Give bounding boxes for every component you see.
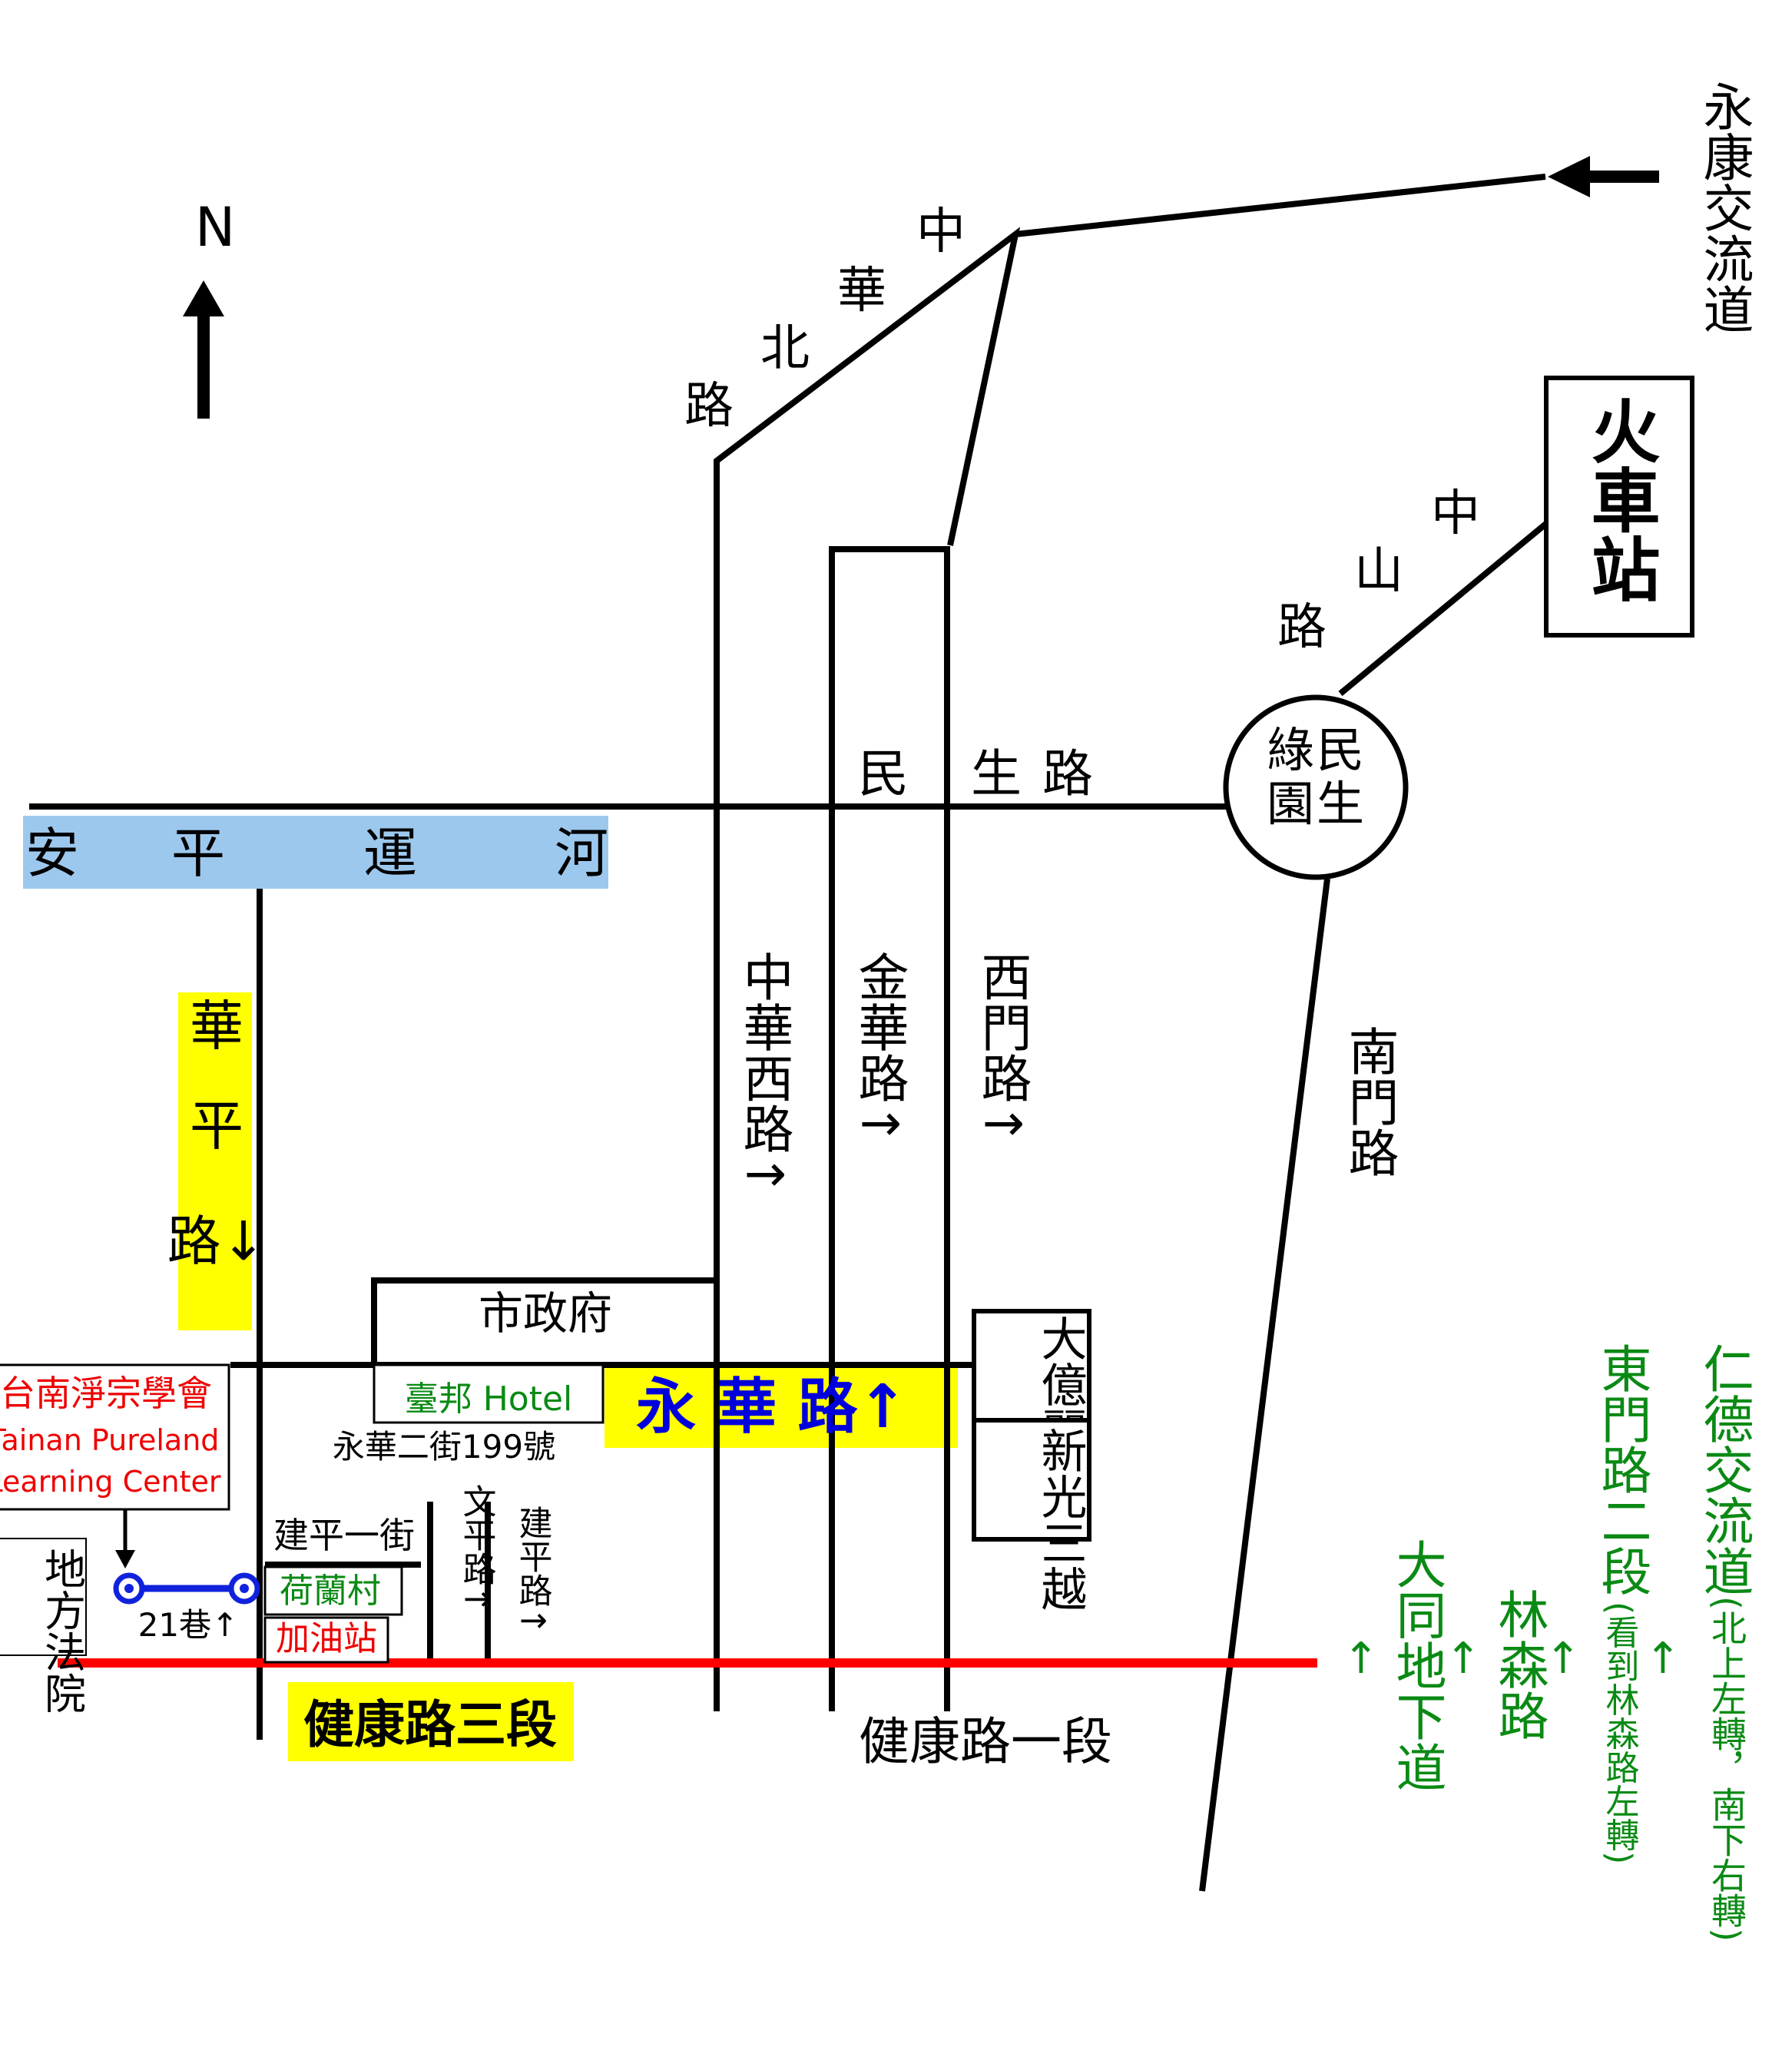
helan-label: 荷蘭村: [280, 1572, 381, 1611]
compass-label: N: [195, 196, 235, 259]
zhonghua-north-road: [714, 227, 1021, 1711]
minsheng-char-3: 路: [1042, 744, 1093, 803]
anping-char-1: 安: [25, 822, 79, 885]
zhongshan-road: [1338, 519, 1550, 697]
shinkong-box: [972, 1418, 1091, 1542]
zhonghua-north-char-3: 北: [760, 320, 810, 377]
zhonghua-north-char-4: 路: [684, 378, 734, 435]
court-box: [0, 1538, 87, 1656]
center-name-en-2: Learning Center: [0, 1465, 221, 1499]
jiankang-1-label: 健康路一段: [859, 1712, 1112, 1771]
yonghua-road-highlight: [605, 1363, 958, 1448]
huaping-road-highlight: [178, 992, 252, 1330]
green-arrow-3: ↑: [1446, 1634, 1482, 1684]
jiankang-3-highlight: [288, 1682, 574, 1761]
minsheng-char-2: 生: [971, 744, 1022, 803]
yongkang-connector: [1015, 174, 1546, 237]
nanmen-road: [1199, 878, 1330, 1892]
ximen-label: 西門路↑: [973, 951, 1032, 1145]
yonghua-label: 永 華 路↑: [636, 1373, 908, 1442]
dongmen-note: (看到林森路左轉): [1600, 1601, 1639, 1864]
nanmen-label: 南門路: [1340, 1025, 1399, 1178]
anping-char-2: 平: [171, 822, 225, 885]
wenping-label: 文平路↑: [457, 1484, 496, 1614]
north-arrow-icon: [183, 280, 224, 419]
anping-char-3: 運: [363, 822, 417, 885]
lane-21-marker: [113, 1572, 260, 1605]
jinhua-label: 金華路↑: [850, 951, 909, 1145]
hotel-label: 臺邦 Hotel: [405, 1380, 573, 1419]
dongmen-label: 東門路二段: [1593, 1343, 1652, 1596]
helan-box: [263, 1565, 403, 1616]
center-pointer-arrow-icon: [115, 1509, 135, 1568]
city-hall-label: 市政府: [479, 1287, 612, 1340]
center-name-zh: 台南淨宗學會: [0, 1373, 212, 1414]
city-hall-block: [371, 1277, 717, 1365]
dayi-box: [972, 1309, 1091, 1423]
yongkang-arrow-icon: [1548, 156, 1659, 197]
minsheng-circle-char-1: 民: [1317, 722, 1364, 778]
center-callout-box: [0, 1363, 230, 1511]
minsheng-circle-char-4: 園: [1267, 776, 1314, 832]
jianping-1st-label: 建平一街: [273, 1515, 415, 1556]
jinhua-road: [829, 546, 950, 1711]
gas-station-label: 加油站: [276, 1619, 377, 1658]
zhonghua-north-char-1: 中: [916, 204, 966, 260]
rende-interchange-label: 仁德交流道: [1695, 1343, 1754, 1596]
train-station-label: 火車站: [1579, 396, 1660, 603]
rende-note: (北上左轉，南下右轉): [1706, 1596, 1747, 1942]
datong-label: 大同地下道: [1388, 1539, 1447, 1792]
jiankang-3-label: 健康路三段: [303, 1695, 557, 1754]
minsheng-char-1: 民: [858, 744, 909, 803]
train-station-box: [1544, 376, 1694, 638]
center-name-en-1: Tainan Pureland: [0, 1423, 219, 1457]
lane-21-label: 21巷↑: [138, 1606, 239, 1644]
huaping-char-2: 平: [190, 1095, 243, 1158]
shinkong-label: 新光三越: [1033, 1427, 1087, 1611]
gas-station-box: [263, 1616, 389, 1664]
green-arrow-1: ↑: [1645, 1634, 1681, 1684]
yongkang-interchange-label: 永康交流道: [1695, 81, 1754, 334]
zhonghua-west-label: 中華西路↑: [735, 951, 794, 1196]
huaping-char-1: 華: [190, 995, 243, 1058]
hotel-box: [373, 1363, 605, 1424]
minsheng-circle-char-3: 綠: [1267, 722, 1314, 778]
court-label: 地方法院: [38, 1548, 86, 1714]
zhonghua-north-char-2: 華: [837, 263, 886, 320]
zhongshan-char-1: 中: [1431, 485, 1480, 542]
green-arrow-2: ↑: [1545, 1634, 1582, 1684]
anping-char-4: 河: [555, 822, 608, 885]
jianping-label: 建平路↑: [513, 1505, 552, 1635]
minsheng-circle-char-2: 生: [1317, 776, 1364, 832]
linsen-label: 林森路: [1490, 1588, 1549, 1741]
minsheng-green-circle: [1223, 694, 1409, 880]
green-arrow-4: ↑: [1343, 1634, 1380, 1684]
anping-canal-band: [23, 816, 608, 889]
zhongshan-char-3: 路: [1277, 599, 1327, 656]
huaping-char-3: 路↓: [167, 1210, 267, 1273]
address-label: 永華二街199號: [333, 1428, 555, 1466]
zhongshan-char-2: 山: [1354, 543, 1403, 600]
